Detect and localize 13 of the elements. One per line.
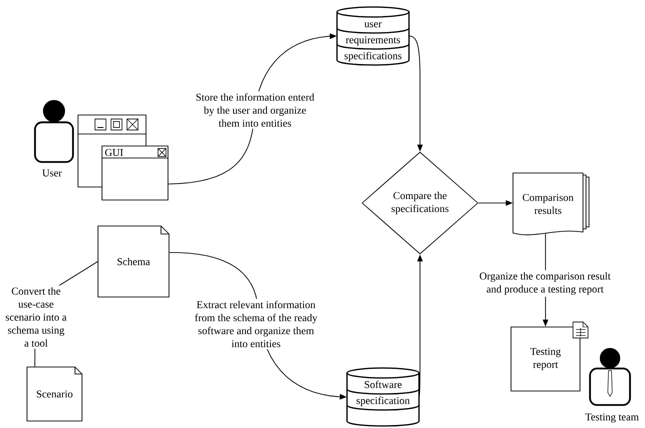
node-label: User: [42, 170, 62, 176]
edge-label: Extract relevant information from the schema of the ready software and organize them into entities: [187, 298, 325, 350]
document: Schema: [98, 226, 170, 298]
app-window: GUI: [102, 146, 168, 200]
process-box: Testing report: [510, 326, 580, 392]
edge-label: Store the information enterd by the user and organize them into entities: [190, 91, 320, 129]
edge-label: Organize the comparison result and produce a testing report: [473, 270, 617, 297]
document-stack: Comparison results: [512, 172, 590, 236]
node-label: Testing team: [585, 413, 639, 423]
database-cylinder: user requirements specifications: [336, 6, 410, 66]
document: Scenario: [26, 366, 82, 422]
edge-label: Convert the use-case scenario into a schema using a tool: [2, 285, 70, 349]
database-cylinder: Software specification: [346, 367, 420, 427]
